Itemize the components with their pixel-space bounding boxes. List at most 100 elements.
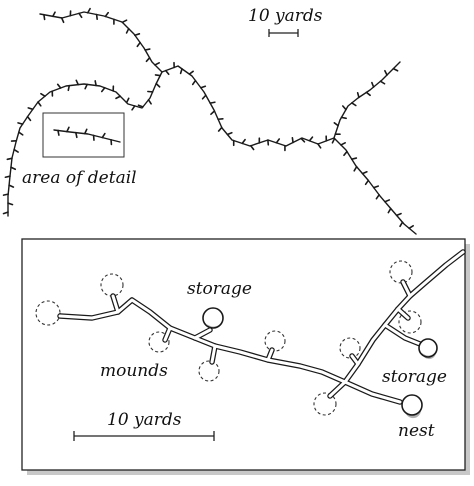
- area-of-detail-box: [42, 112, 125, 158]
- tunnel-barb: [249, 144, 255, 151]
- detail-tunnels: [57, 249, 466, 405]
- tunnel-main-interior: [58, 250, 465, 384]
- tunnel-barb: [200, 85, 207, 89]
- tunnel-barb: [144, 48, 151, 51]
- tunnel-barb: [84, 83, 88, 90]
- tunnel-barb: [6, 157, 13, 161]
- tunnel-barb: [217, 126, 223, 132]
- tunnel-barb: [387, 207, 392, 214]
- tunnel-barb: [241, 138, 246, 145]
- tunnel-interior: [396, 307, 410, 320]
- tunnel-barb: [2, 211, 9, 215]
- tunnel-barb: [101, 132, 106, 139]
- tunnel-barb: [4, 175, 11, 179]
- mound: [313, 392, 337, 416]
- tunnel-interior: [328, 380, 347, 398]
- tunnel-barb: [317, 143, 322, 149]
- tunnel-barb: [86, 7, 91, 14]
- tunnel-interior: [401, 280, 412, 298]
- tunnel-main-route: [161, 65, 417, 235]
- tunnel-barb: [75, 79, 80, 86]
- tunnel-barb: [188, 70, 194, 75]
- nest-label: nest: [398, 421, 435, 441]
- tunnel-barb: [2, 193, 9, 196]
- tunnel-barb: [384, 199, 391, 203]
- tunnel-barb: [384, 69, 388, 76]
- tunnel-barb: [136, 41, 141, 48]
- overview-map: area of detail 10 yards: [2, 6, 417, 235]
- tunnel-barb: [392, 67, 399, 72]
- tunnel-interior: [383, 323, 422, 346]
- tunnel-barb: [155, 82, 161, 88]
- tunnel-barb: [95, 13, 98, 21]
- area-of-detail-label: area of detail: [22, 168, 137, 188]
- storage-chamber-top: [202, 307, 224, 329]
- tunnel-barb: [18, 131, 24, 136]
- tunnel-barb: [83, 128, 88, 135]
- tunnel-barb: [399, 221, 404, 228]
- tunnel-barb: [78, 12, 83, 19]
- storage-chamber-right: [418, 338, 438, 360]
- tunnel-interior: [350, 354, 360, 366]
- overview-scale-label: 10 yards: [248, 6, 323, 26]
- detail-panel: storage mounds storage nest 10 yards: [21, 238, 470, 475]
- mounds-label: mounds: [100, 361, 168, 381]
- tunnel-detail-segment: [53, 129, 121, 143]
- tunnel-barb: [13, 148, 19, 153]
- tunnel-barb: [340, 142, 346, 146]
- tunnel-barb: [210, 110, 216, 116]
- detail-scale-bar: [73, 431, 215, 441]
- tunnel-barb: [104, 11, 110, 18]
- tunnel-barb: [43, 13, 46, 21]
- tunnel-barb: [145, 57, 151, 63]
- tunnel-barb: [365, 91, 371, 97]
- tunnel-barb: [134, 33, 141, 37]
- tunnel-barb: [164, 69, 170, 76]
- overview-scale-bar: [268, 29, 299, 37]
- tunnel-barb: [154, 62, 160, 66]
- tunnel-barb: [51, 11, 56, 18]
- tunnel-barb: [350, 157, 358, 160]
- tunnel-barb: [364, 179, 370, 186]
- tunnel-interior: [193, 328, 212, 340]
- tunnel-barb: [379, 80, 386, 85]
- mound: [264, 330, 286, 352]
- tunnel-interior: [343, 380, 402, 404]
- tunnel-barb: [137, 104, 144, 108]
- tunnel-barb: [191, 79, 197, 86]
- tunnel-barb: [17, 122, 24, 125]
- tunnel-barb: [10, 166, 17, 171]
- tunnel-barb: [343, 150, 348, 157]
- tunnel-barb: [300, 137, 306, 143]
- tunnel-barb: [154, 74, 162, 77]
- tunnel-barb: [60, 17, 65, 24]
- tunnel-interior: [210, 344, 217, 364]
- tunnel-barb: [37, 101, 42, 107]
- tunnel-barb: [7, 202, 14, 206]
- tunnel-interior: [163, 326, 172, 342]
- tunnel-barb: [56, 83, 62, 89]
- tunnel-barb: [94, 80, 97, 87]
- tunnel-barb: [75, 131, 78, 139]
- mounds: [35, 260, 422, 416]
- tunnel-barb: [125, 97, 130, 104]
- tunnel-barb: [147, 99, 152, 105]
- tunnel-barb: [26, 115, 32, 122]
- mound: [35, 300, 61, 326]
- tunnel-barb: [291, 136, 294, 144]
- tunnel-barb: [353, 165, 358, 172]
- storage-label-top: storage: [187, 279, 252, 299]
- tunnel-barb: [131, 105, 136, 111]
- detail-scale-label: 10 yards: [107, 410, 182, 430]
- tunnel-right-branch: [333, 61, 401, 139]
- tunnel-barb: [100, 86, 106, 93]
- tunnel-interior: [266, 348, 274, 362]
- tunnel-barb: [361, 170, 368, 175]
- tunnel-barb: [66, 126, 70, 133]
- tunnel-barb: [351, 102, 357, 107]
- storage-label-right: storage: [382, 367, 447, 387]
- tunnel-upper-arc: [39, 11, 163, 73]
- overview-tunnels: [2, 7, 417, 235]
- tunnel-barb: [125, 27, 130, 34]
